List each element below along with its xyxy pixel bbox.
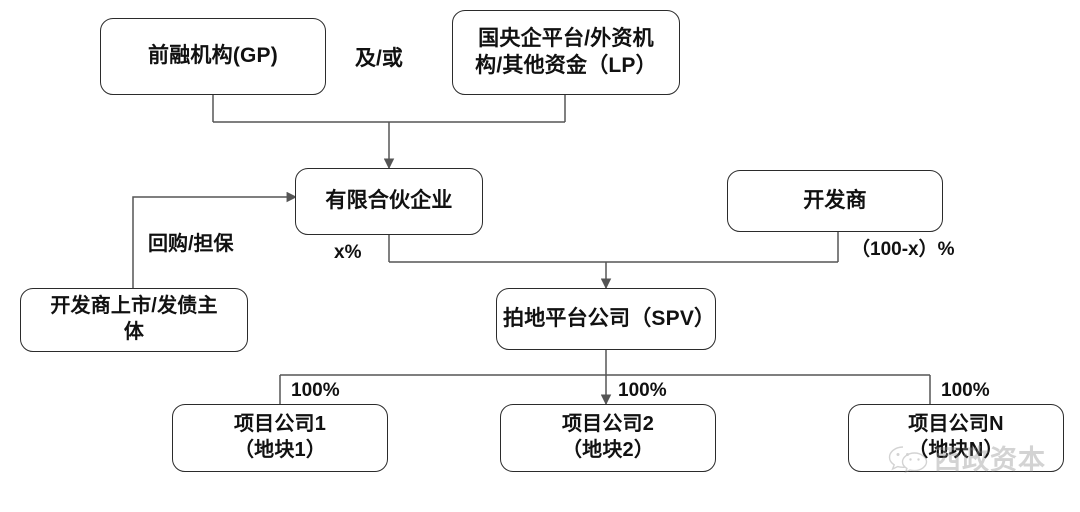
label-pct-project1: 100% xyxy=(291,380,340,401)
node-gp-label: 前融机构(GP) xyxy=(148,44,278,68)
node-developer[interactable]: 开发商 xyxy=(727,170,943,232)
label-and-or: 及/或 xyxy=(355,47,403,70)
node-lp-label-line2: 构/其他资金（LP） xyxy=(475,53,657,77)
node-project-company-1-label-line2: （地块1） xyxy=(233,439,327,461)
node-lp-label-line1: 国央企平台/外资机 xyxy=(478,26,654,50)
node-listed-entity-label-line1: 开发商上市/发债主 xyxy=(50,295,218,318)
node-project-company-n-label-line2: （地块N） xyxy=(908,439,1004,461)
node-developer-label: 开发商 xyxy=(803,188,867,212)
node-project-company-n[interactable]: 项目公司N （地块N） xyxy=(848,404,1064,472)
label-buyback-guarantee: 回购/担保 xyxy=(148,233,234,255)
node-limited-partnership-label: 有限合伙企业 xyxy=(325,189,453,213)
label-x-percent: x% xyxy=(334,242,362,263)
node-listed-entity-label-line2: 体 xyxy=(123,321,145,343)
label-pct-project2: 100% xyxy=(618,380,667,401)
label-hundred-minus-x: （100-x）% xyxy=(851,239,955,260)
node-project-company-2-label-line1: 项目公司2 xyxy=(561,413,655,436)
node-gp[interactable]: 前融机构(GP) xyxy=(100,18,326,95)
node-project-company-2[interactable]: 项目公司2 （地块2） xyxy=(500,404,716,472)
node-project-company-1-label-line1: 项目公司1 xyxy=(233,413,327,436)
node-spv-label: 拍地平台公司（SPV） xyxy=(503,306,716,330)
label-pct-projectN: 100% xyxy=(941,380,990,401)
node-limited-partnership[interactable]: 有限合伙企业 xyxy=(295,168,483,235)
node-project-company-n-label-line1: 项目公司N xyxy=(908,413,1004,436)
node-listed-entity[interactable]: 开发商上市/发债主 体 xyxy=(20,288,248,352)
node-project-company-1[interactable]: 项目公司1 （地块1） xyxy=(172,404,388,472)
node-spv[interactable]: 拍地平台公司（SPV） xyxy=(496,288,716,350)
node-lp[interactable]: 国央企平台/外资机 构/其他资金（LP） xyxy=(452,10,680,95)
node-project-company-2-label-line2: （地块2） xyxy=(561,439,655,461)
